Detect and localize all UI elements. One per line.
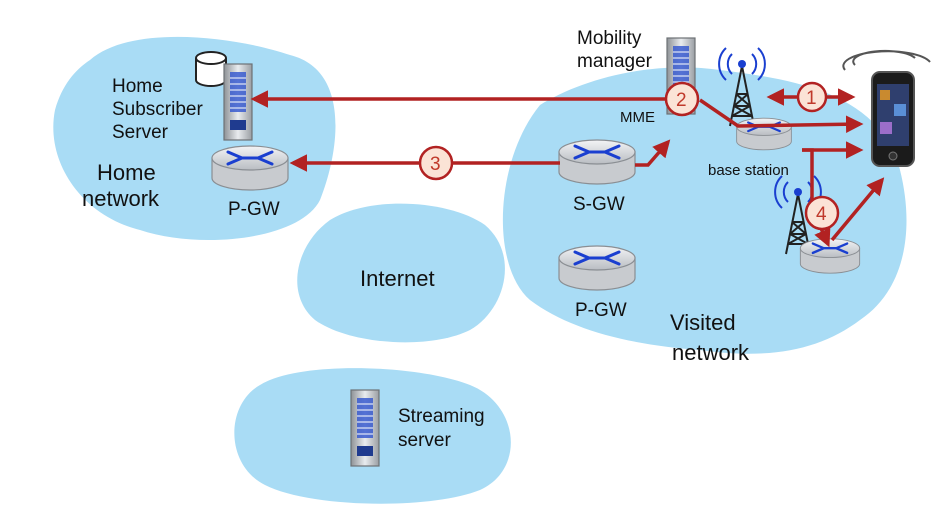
arrow-mme-to-phone bbox=[699, 98, 864, 133]
step-2-label: 2 bbox=[676, 90, 687, 111]
mobility-label-line2: manager bbox=[577, 51, 653, 72]
step-3-label: 3 bbox=[430, 154, 441, 175]
base-station-label: base station bbox=[708, 162, 789, 179]
home-network-label-line1: Home bbox=[97, 160, 156, 185]
mme-label: MME bbox=[620, 109, 655, 126]
visited-network-label-line2: network bbox=[672, 340, 750, 365]
base-station-router-icon bbox=[735, 117, 793, 151]
step-1-label: 1 bbox=[806, 88, 817, 109]
internet-label: Internet bbox=[360, 266, 435, 291]
streaming-label-line2: server bbox=[398, 430, 451, 451]
second-base-station-router-icon bbox=[799, 237, 861, 275]
step-4-marker: 4 bbox=[804, 195, 840, 231]
home-pgw-label: P-GW bbox=[228, 199, 280, 220]
hss-label-line2: Subscriber bbox=[112, 99, 203, 120]
hss-server-icon bbox=[223, 63, 253, 141]
visited-pgw-router-icon bbox=[557, 244, 637, 292]
step-3-marker: 3 bbox=[418, 145, 454, 181]
home-pgw-router-icon bbox=[210, 144, 290, 192]
step-2-marker: 2 bbox=[664, 81, 700, 117]
visited-pgw-label: P-GW bbox=[575, 300, 627, 321]
sgw-router-icon bbox=[557, 138, 637, 186]
hss-label-line3: Server bbox=[112, 122, 169, 143]
home-network-label-line2: network bbox=[82, 186, 160, 211]
database-icon bbox=[195, 51, 227, 87]
step-1-marker: 1 bbox=[796, 81, 828, 113]
sgw-label: S-GW bbox=[573, 194, 625, 215]
internet-cloud bbox=[297, 203, 505, 343]
arrow-tower2-to-phone bbox=[830, 177, 885, 242]
streaming-server-icon bbox=[350, 389, 380, 467]
arrow-sgw-to-mme bbox=[635, 139, 671, 167]
hss-label-line1: Home bbox=[112, 76, 163, 97]
smartphone-icon bbox=[842, 49, 931, 167]
visited-network-label-line1: Visited bbox=[670, 310, 736, 335]
step-4-label: 4 bbox=[816, 204, 827, 225]
streaming-label-line1: Streaming bbox=[398, 406, 485, 427]
mobility-label-line1: Mobility bbox=[577, 28, 642, 49]
